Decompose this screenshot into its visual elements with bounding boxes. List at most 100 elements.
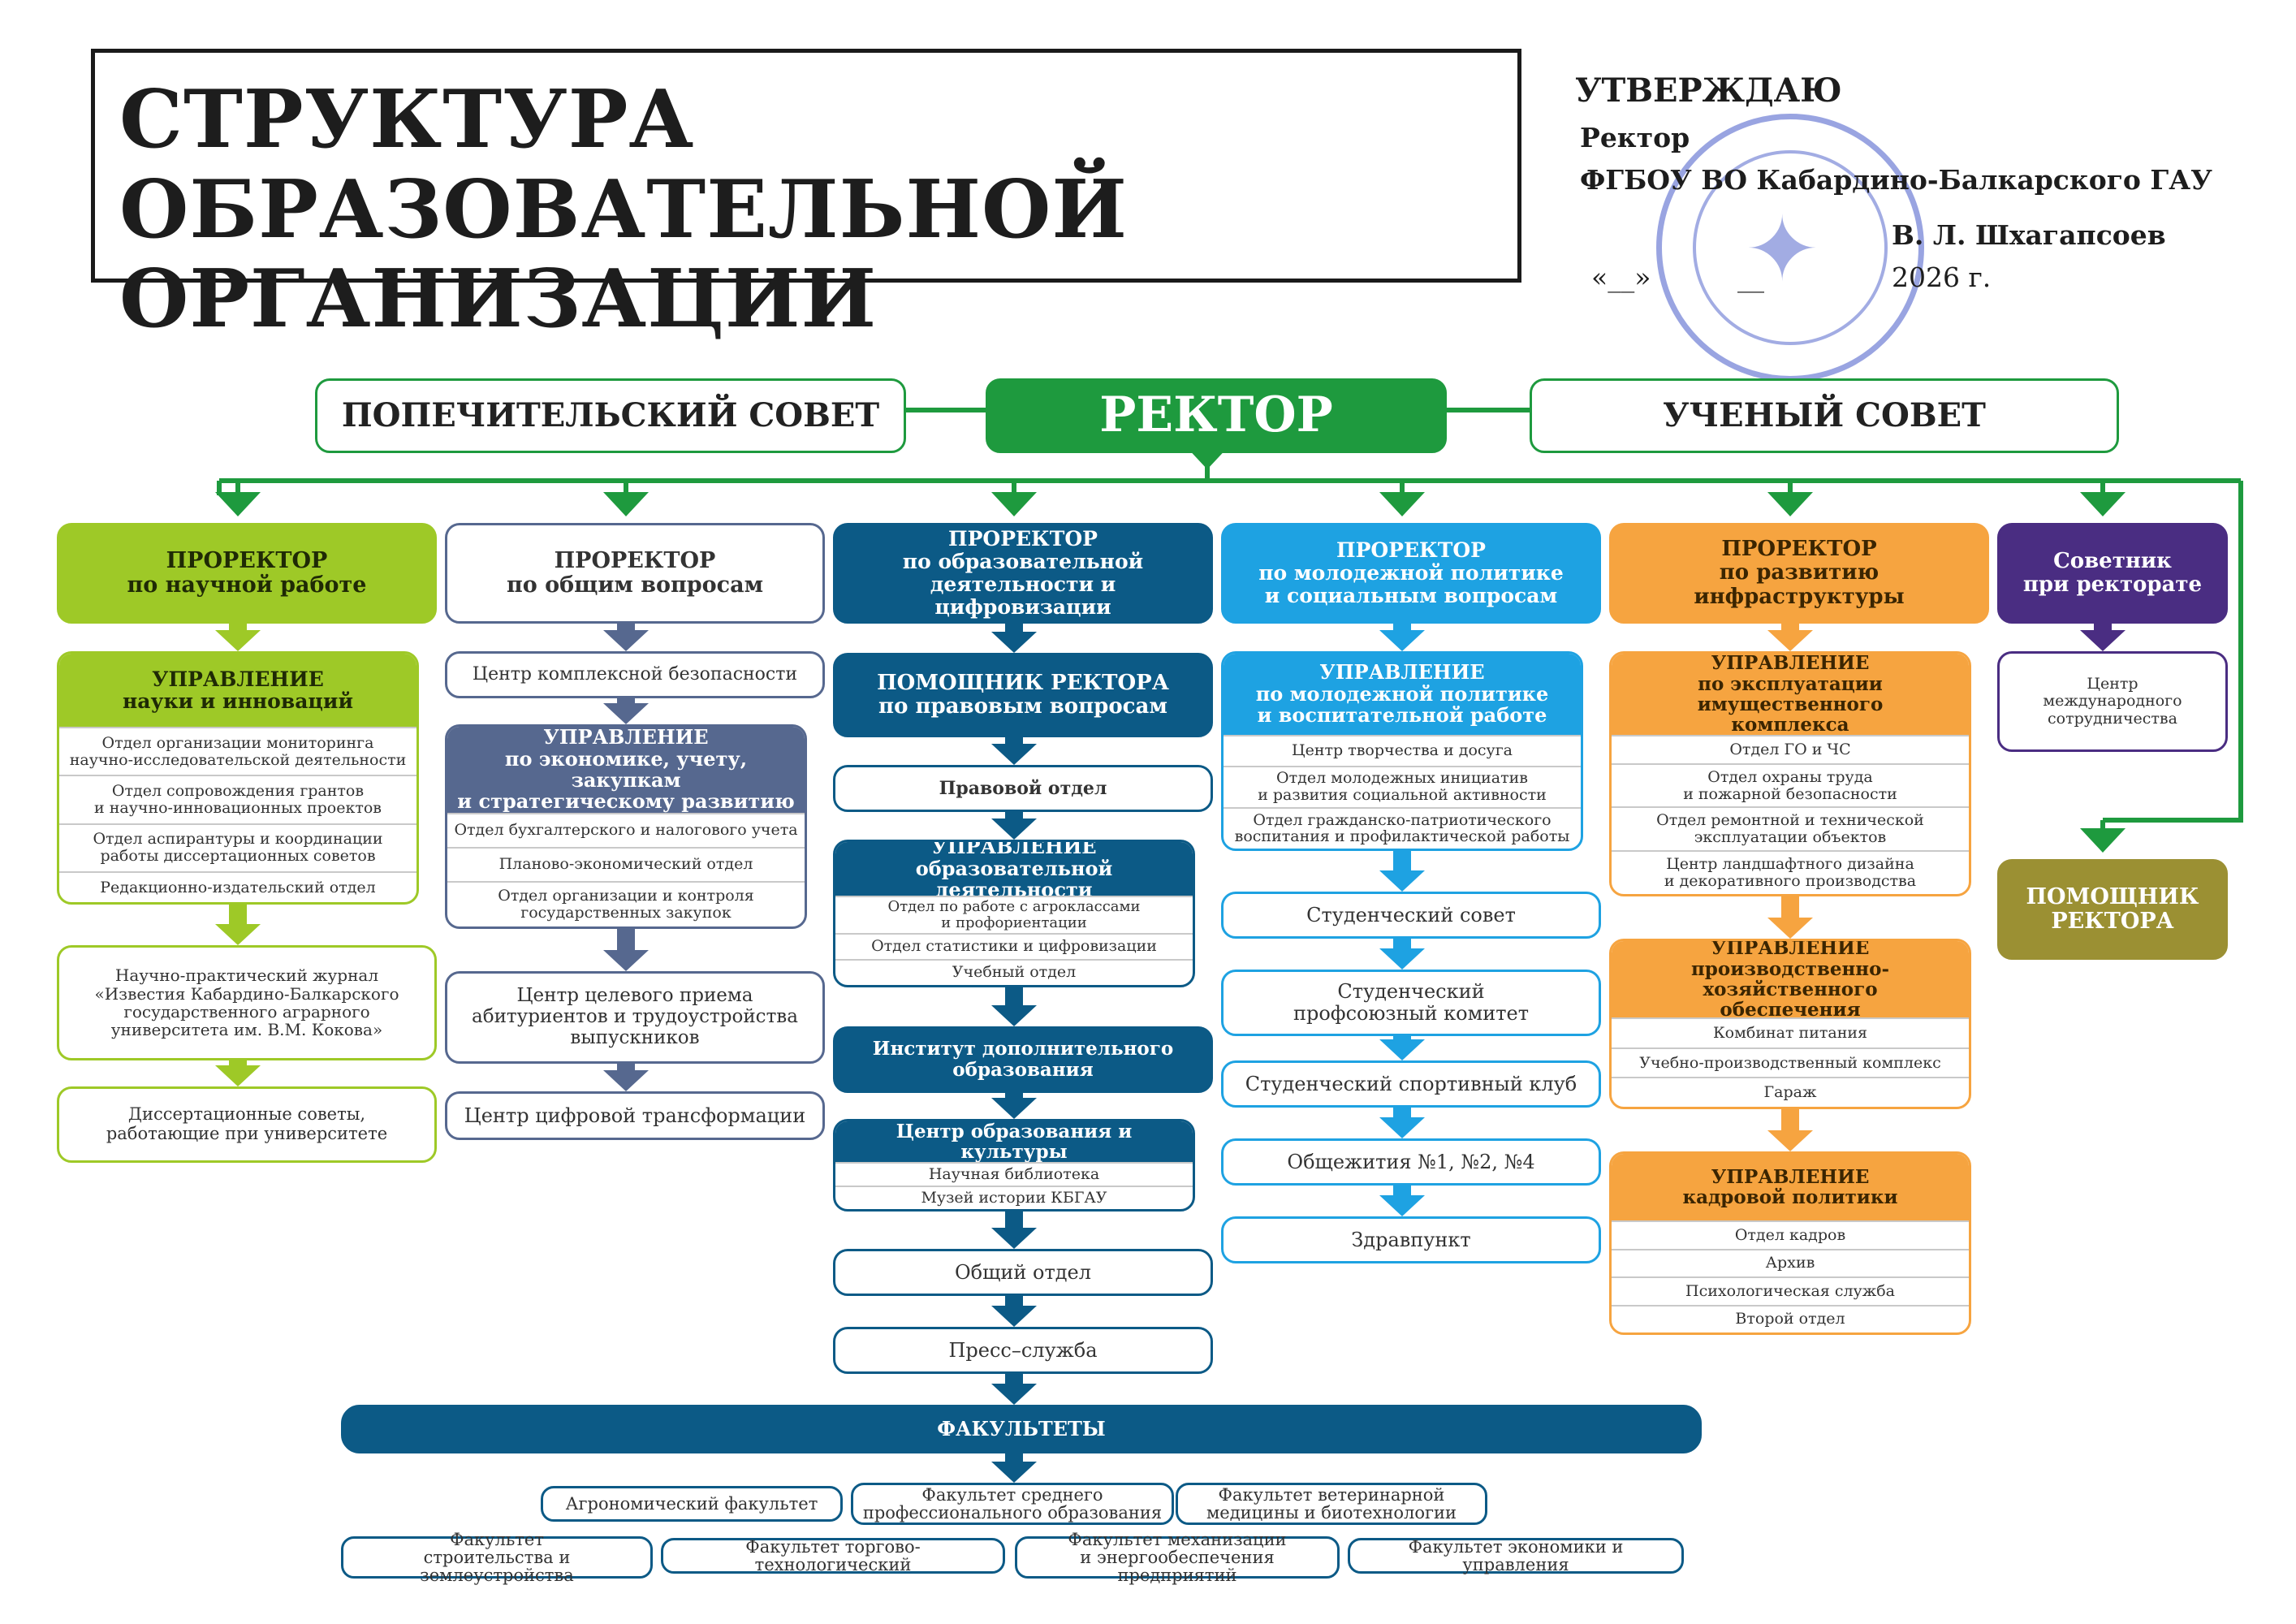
faculty-trade-technology: Факультет торгово-технологический xyxy=(661,1538,1005,1574)
title-line-1: СТРУКТУРА ОБРАЗОВАТЕЛЬНОЙ xyxy=(119,73,1129,257)
page-title: СТРУКТУРА ОБРАЗОВАТЕЛЬНОЙ ОРГАНИЗАЦИИ xyxy=(91,49,1521,344)
arrow-down-icon-c2-3 xyxy=(991,987,1037,1026)
international-center-box: Центр международного сотрудничества xyxy=(1997,651,2228,752)
assistant-legal-label: ПОМОЩНИК РЕКТОРА по правовым вопросам xyxy=(877,670,1169,719)
security-center-box: Центр комплексной безопасности xyxy=(445,651,825,698)
property-department-title: УПРАВЛЕНИЕ по эксплуатации имущественног… xyxy=(1612,654,1969,735)
list-item: Отдел бухгалтерского и налогового учета xyxy=(447,813,805,847)
rector-assistant-label: ПОМОЩНИК РЕКТОРА xyxy=(2026,883,2199,934)
approval-date-year: 2026 г. xyxy=(1892,261,1992,293)
list-item: Отдел молодежных инициатив и развития со… xyxy=(1224,765,1581,807)
list-item: Отдел организации мониторинга научно-исс… xyxy=(59,727,416,775)
hr-department-title: УПРАВЛЕНИЕ кадровой политики xyxy=(1612,1154,1969,1220)
general-department-label: Общий отдел xyxy=(954,1260,1091,1284)
title-line-2: ОРГАНИЗАЦИИ xyxy=(119,253,878,347)
economics-department: УПРАВЛЕНИЕ по экономике, учету, закупкам… xyxy=(445,724,807,929)
science-innovation-department: УПРАВЛЕНИЕ науки и инноваций Отдел орган… xyxy=(57,651,419,905)
vice-rector-education-label: ПРОРЕКТОР по образовательной деятельност… xyxy=(902,527,1144,619)
faculty-economics: Факультет экономики и управления xyxy=(1348,1538,1684,1574)
vice-rector-general-label: ПРОРЕКТОР по общим вопросам xyxy=(506,547,764,598)
trade-union-label: Студенческий профсоюзный комитет xyxy=(1293,980,1530,1025)
arrow-down-icon-c4-2 xyxy=(1767,1109,1813,1151)
faculties-bar: ФАКУЛЬТЕТЫ xyxy=(341,1405,1702,1453)
vice-rector-youth-label: ПРОРЕКТОР по молодежной политике и социа… xyxy=(1258,538,1564,607)
list-item: Центр ландшафтного дизайна и декоративно… xyxy=(1612,850,1969,894)
arrow-down-icon-c2-5 xyxy=(991,1212,1037,1249)
arrow-down-icon-c0-1 xyxy=(215,905,261,945)
youth-policy-title: УПРАВЛЕНИЕ по молодежной политике и восп… xyxy=(1224,654,1581,735)
list-item: Учебный отдел xyxy=(835,958,1193,985)
legal-department-box: Правовой отдел xyxy=(833,765,1213,812)
academic-council-label: УЧЕНЫЙ СОВЕТ xyxy=(1663,395,1986,434)
list-item: Научная библиотека xyxy=(835,1162,1193,1186)
hr-department: УПРАВЛЕНИЕ кадровой политики Отдел кадро… xyxy=(1609,1151,1971,1335)
approval-label: УТВЕРЖДАЮ xyxy=(1575,71,1842,110)
economics-title: УПРАВЛЕНИЕ по экономике, учету, закупкам… xyxy=(447,727,805,813)
list-item: Отдел кадров xyxy=(1612,1220,1969,1249)
faculty-construction: Факультет строительства и землеустройств… xyxy=(341,1531,653,1584)
vice-rector-general: ПРОРЕКТОР по общим вопросам xyxy=(445,523,825,624)
student-council-box: Студенческий совет xyxy=(1221,892,1601,939)
list-item: Гараж xyxy=(1612,1077,1969,1107)
dissertation-councils-box: Диссертационные советы, работающие при у… xyxy=(57,1086,437,1163)
bus-arrow-icon-5 xyxy=(2080,492,2126,516)
rectorate-advisor-label: Советник при ректорате xyxy=(2022,548,2203,597)
faculty-agronomy: Агрономический факультет xyxy=(541,1486,843,1522)
science-innovation-title: УПРАВЛЕНИЕ науки и инноваций xyxy=(59,654,416,727)
trustees-council-box: ПОПЕЧИТЕЛЬСКИЙ СОВЕТ xyxy=(315,378,906,453)
production-department: УПРАВЛЕНИЕ производственно-хозяйственног… xyxy=(1609,939,1971,1109)
faculty-secondary-professional: Факультет среднего профессионального обр… xyxy=(851,1483,1174,1525)
academic-council-box: УЧЕНЫЙ СОВЕТ xyxy=(1530,378,2119,453)
sport-club-label: Студенческий спортивный клуб xyxy=(1245,1072,1577,1095)
dormitories-label: Общежития №1, №2, №4 xyxy=(1287,1150,1535,1173)
bus-arrow-icon-3 xyxy=(1379,492,1425,516)
arrow-down-icon-c4-1 xyxy=(1767,896,1813,939)
list-item: Отдел охраны труда и пожарной безопаснос… xyxy=(1612,762,1969,807)
education-department-title: УПРАВЛЕНИЕ образовательной деятельности xyxy=(835,842,1193,901)
assistant-legal-box: ПОМОЩНИК РЕКТОРА по правовым вопросам xyxy=(833,653,1213,737)
approval-date-day: «__» xyxy=(1591,261,1651,293)
list-item: Отдел ремонтной и технической эксплуатац… xyxy=(1612,806,1969,850)
assistant-arrow-icon xyxy=(2080,828,2126,853)
list-item: Комбинат питания xyxy=(1612,1017,1969,1047)
youth-policy-department: УПРАВЛЕНИЕ по молодежной политике и восп… xyxy=(1221,651,1583,851)
list-item: Планово-экономический отдел xyxy=(447,846,805,881)
arrow-down-icon-c3-1 xyxy=(1379,851,1425,892)
education-culture-center: Центр образования и культуры Научная биб… xyxy=(833,1119,1195,1212)
health-center-label: Здравпункт xyxy=(1351,1228,1471,1251)
list-item: Центр творчества и досуга xyxy=(1224,735,1581,766)
list-item: Отдел аспирантуры и координации работы д… xyxy=(59,823,416,871)
vice-rector-science-label: ПРОРЕКТОР по научной работе xyxy=(127,547,367,598)
digital-transformation-label: Центр цифровой трансформации xyxy=(464,1104,806,1127)
faculty-mechanization: Факультет механизации и энергообеспечени… xyxy=(1015,1531,1340,1584)
faculties-label: ФАКУЛЬТЕТЫ xyxy=(937,1416,1106,1440)
list-item: Отдел статистики и цифровизации xyxy=(835,932,1193,959)
list-item: Отдел гражданско-патриотического воспита… xyxy=(1224,806,1581,849)
rector-label: РЕКТОР xyxy=(1099,387,1333,444)
journal-label: Научно-практический журнал «Известия Каб… xyxy=(94,965,399,1040)
approval-signature-name: В. Л. Шхагапсоев xyxy=(1892,219,2166,251)
list-item: Учебно-производственный комплекс xyxy=(1612,1047,1969,1078)
press-service-box: Пресс–служба xyxy=(833,1327,1213,1374)
sport-club-box: Студенческий спортивный клуб xyxy=(1221,1060,1601,1108)
dormitories-box: Общежития №1, №2, №4 xyxy=(1221,1138,1601,1186)
vice-rector-education: ПРОРЕКТОР по образовательной деятельност… xyxy=(833,523,1213,624)
faculty-veterinary: Факультет ветеринарной медицины и биотех… xyxy=(1176,1483,1487,1525)
list-item: Музей истории КБГАУ xyxy=(835,1186,1193,1209)
journal-box: Научно-практический журнал «Известия Каб… xyxy=(57,945,437,1060)
list-item: Отдел организации и контроля государстве… xyxy=(447,880,805,926)
production-department-title: УПРАВЛЕНИЕ производственно-хозяйственног… xyxy=(1612,941,1969,1020)
approval-date-month: __ xyxy=(1737,261,1764,293)
approval-organization: ФГБОУ ВО Кабардино-Балкарского ГАУ xyxy=(1580,164,2212,196)
list-item: Отдел по работе с агроклассами и профори… xyxy=(835,896,1193,933)
arrow-down-icon-c1-2 xyxy=(603,929,649,971)
rector-box: РЕКТОР xyxy=(986,378,1447,453)
list-item: Архив xyxy=(1612,1248,1969,1277)
list-item: Отдел ГО и ЧС xyxy=(1612,735,1969,763)
press-service-label: Пресс–служба xyxy=(948,1338,1098,1362)
additional-education-institute-box: Институт дополнительного образования xyxy=(833,1026,1213,1093)
rectorate-advisor: Советник при ректорате xyxy=(1997,523,2228,624)
vice-rector-science: ПРОРЕКТОР по научной работе xyxy=(57,523,437,624)
list-item: Второй отдел xyxy=(1612,1304,1969,1333)
admission-center-box: Центр целевого приема абитуриентов и тру… xyxy=(445,971,825,1064)
